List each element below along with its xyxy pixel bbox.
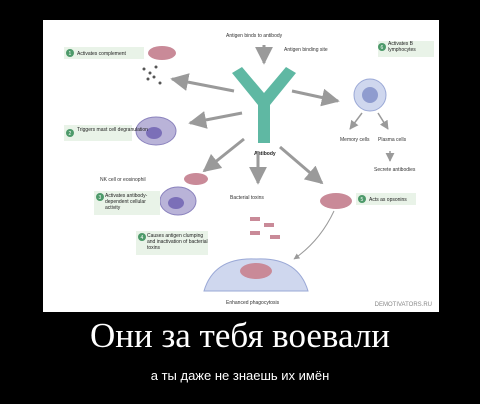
svg-text:3: 3 [99, 195, 102, 201]
svg-text:5: 5 [361, 197, 364, 203]
acts-as-opsonins-label: Acts as opsonins [369, 197, 407, 203]
causes-clumping-label: Causes antigen clumping and inactivation… [147, 233, 208, 251]
binding-site-label: Antigen binding site [284, 47, 328, 53]
step-badge [378, 43, 386, 51]
nk-cell-label: NK cell or eosinophil [100, 177, 146, 183]
activates-b-label: Activates B lymphocytes [388, 41, 416, 53]
opsonins-group: 5 Acts as opsonins [293, 193, 416, 260]
step-badge [96, 193, 104, 201]
enhanced-phagocytosis-label: Enhanced phagocytosis [226, 300, 280, 306]
clumping-group: 4 Causes antigen clumping and inactivati… [136, 195, 280, 255]
secrete-antibodies-label: Secrete antibodies [374, 167, 416, 173]
phagocytosis-group: Enhanced phagocytosis [203, 258, 309, 306]
step-badge [138, 233, 146, 241]
triggers-mast-label: Triggers mast cell degranulation [77, 127, 148, 133]
antibody-functions-diagram: Antibody Antigen binds to antibody Antig… [64, 33, 434, 306]
antigen-binds-label: Antigen binds to antibody [226, 33, 283, 39]
svg-text:6: 6 [381, 45, 384, 51]
step-badge [358, 195, 366, 203]
memory-cells-label: Memory cells [340, 137, 370, 143]
poster-title: Они за тебя воевали [89, 316, 391, 355]
plasma-cells-label: Plasma cells [378, 137, 407, 143]
function-arrows [170, 45, 340, 185]
nk-cell-group: NK cell or eosinophil 3 Activates antibo… [94, 173, 208, 216]
diagram-frame: Antibody Antigen binds to antibody Antig… [43, 20, 439, 312]
antibody-icon [232, 67, 296, 143]
complement-group: 1 Activates complement [64, 46, 176, 85]
bacterial-toxins-label: Bacterial toxins [230, 195, 264, 201]
activates-adcc-label: Activates antibody-dependent cellular ac… [105, 193, 148, 211]
step-badge [66, 129, 74, 137]
svg-text:2: 2 [69, 131, 72, 137]
antibody-label: Antibody [254, 151, 276, 157]
bacterium-icon [148, 46, 176, 60]
watermark: DEMOTIVATORS.RU [374, 302, 432, 308]
svg-text:1: 1 [69, 51, 72, 57]
step-badge [66, 49, 74, 57]
b-lymphocyte-group: 6 Activates B lymphocytes Memory cells P… [340, 41, 434, 173]
poster-subtitle: а ты даже не знаешь их имён [150, 368, 330, 383]
activates-complement-label: Activates complement [77, 51, 127, 57]
svg-text:4: 4 [141, 235, 144, 241]
mast-cell-group: 2 Triggers mast cell degranulation [64, 116, 177, 146]
